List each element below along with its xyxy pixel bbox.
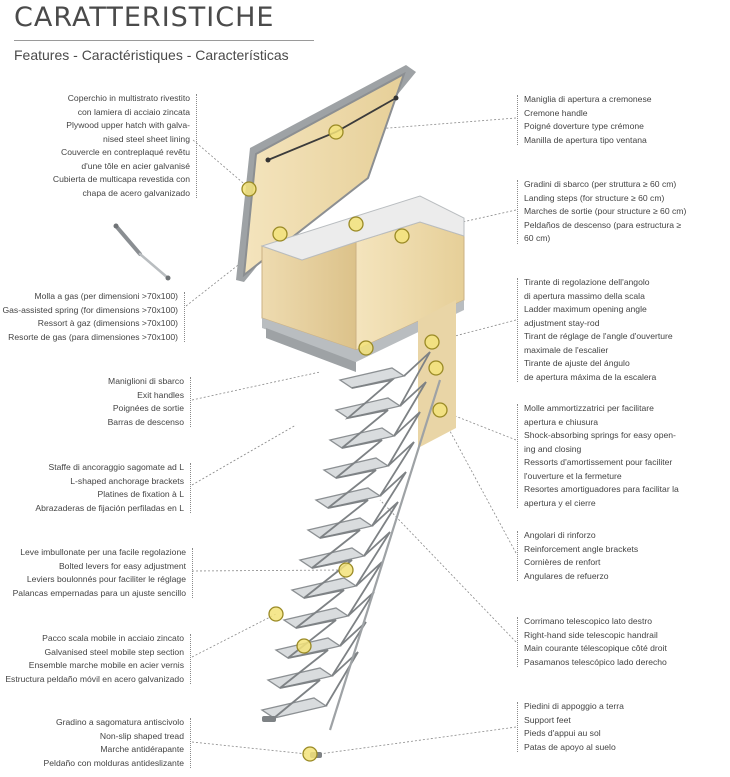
label-line: Coperchio in multistrato rivestito (67, 93, 190, 103)
label-line: Staffe di ancoraggio sagomate ad L (48, 462, 184, 472)
label-group-step-section: Pacco scala mobile in acciaio zincato Ga… (5, 632, 191, 686)
callout-markers (241, 124, 448, 762)
label-line: de apertura máxima de la escalera (524, 371, 657, 382)
label-line: Right-hand side telescopic handrail (524, 629, 658, 640)
label-line: Pacco scala mobile in acciaio zincato (42, 633, 184, 643)
label-line: Non-slip shaped tread (99, 730, 184, 741)
label-group-exit-handles: Maniglioni di sbarco Exit handles Poigné… (107, 375, 191, 429)
label-line: Peldaños de descenso (para estructura ≥ (524, 219, 682, 230)
label-line: Angulares de refuerzo (524, 570, 609, 581)
label-line: Tirant de réglage de l'angle d'ouverture (524, 331, 673, 341)
label-line: di apertura massimo della scala (524, 290, 645, 301)
label-line: Resortes amortiguadores para facilitar l… (524, 484, 679, 494)
label-line: Leve imbullonate per una facile regolazi… (20, 547, 186, 557)
label-line: Resorte de gas (para dimensiones >70x100… (8, 331, 178, 342)
label-line: Cornières de renfort (524, 557, 601, 567)
label-line: L-shaped anchorage brackets (70, 475, 184, 486)
label-line: Bolted levers for easy adjustment (58, 560, 186, 571)
label-line: Platines de fixation à L (97, 489, 184, 499)
label-line: Landing steps (for structure ≥ 60 cm) (524, 192, 665, 203)
label-line: Piedini di appoggio a terra (524, 701, 624, 711)
label-line: Marches de sortie (pour structure ≥ 60 c… (524, 206, 687, 216)
label-line: Marche antidérapante (100, 744, 184, 754)
label-line: adjustment stay-rod (524, 317, 600, 328)
label-line: con lamiera di acciaio zincata (77, 106, 190, 117)
label-line: Corrimano telescopico lato destro (524, 616, 653, 626)
label-line: Poignées de sortie (112, 403, 184, 413)
label-line: apertura y el cierre (524, 497, 596, 508)
label-line: Couvercle en contreplaqué revêtu (61, 147, 190, 157)
label-group-support-feet: Piedini di appoggio a terra Support feet… (517, 700, 624, 754)
label-line: Peldaño con molduras antideslizante (43, 757, 184, 768)
gas-spring-icon (113, 223, 171, 281)
frame-box (260, 195, 465, 372)
label-line: Pasamanos telescópico lado derecho (524, 656, 667, 667)
label-group-gas-spring: Molla a gas (per dimensioni >70x100) Gas… (2, 290, 185, 344)
label-group-tread: Gradino a sagomatura antiscivolo Non-sli… (43, 716, 191, 770)
label-line: Reinforcement angle brackets (524, 543, 639, 554)
label-line: Estructura peldaño móvil en acero galvan… (5, 673, 184, 684)
label-group-cover: Coperchio in multistrato rivestito con l… (52, 92, 197, 200)
label-line: Ressorts d'amortissement pour faciliter (524, 457, 673, 467)
label-line: Patas de apoyo al suelo (524, 741, 616, 752)
label-group-shock-springs: Molle ammortizzatrici per facilitare ape… (517, 402, 679, 510)
label-line: chapa de acero galvanizado (82, 187, 190, 198)
label-line: Poigné doverture type crémone (524, 121, 644, 131)
label-line: Galvanised steel mobile step section (44, 646, 185, 657)
ladder-rails (273, 351, 431, 719)
label-line: d'une tôle en acier galvanisé (81, 160, 190, 171)
label-line: Ressort à gaz (dimensions >70x100) (37, 318, 178, 328)
label-group-cremone-handle: Maniglia di apertura a cremonese Cremone… (517, 93, 652, 147)
label-line: Tirante de ajuste del ángulo (524, 358, 630, 368)
label-line: apertura e chiusura (524, 416, 599, 427)
title-divider (14, 40, 314, 41)
label-line: Molle ammortizzatrici per facilitare (524, 403, 654, 413)
label-line: 60 cm) (524, 233, 551, 243)
label-line: Gradino a sagomatura antiscivolo (55, 717, 184, 727)
label-line: Cubierta de multicapa revestida con (52, 174, 190, 184)
label-line: Main courante télescopique côté droit (524, 643, 667, 653)
label-line: Leviers boulonnés pour faciliter le régl… (26, 574, 186, 584)
label-line: Abrazaderas de fijación perfiladas en L (35, 502, 184, 513)
label-line: ing and closing (524, 443, 582, 454)
label-line: Angolari di rinforzo (524, 530, 596, 540)
label-line: Molla a gas (per dimensioni >70x100) (34, 291, 178, 301)
handrail (328, 379, 442, 731)
label-group-brackets: Staffe di ancoraggio sagomate ad L L-sha… (35, 461, 191, 515)
page-subtitle: Features - Caractéristiques - Caracterís… (14, 47, 289, 63)
label-line: nised steel sheet lining (103, 133, 190, 144)
label-line: Maniglioni di sbarco (108, 376, 184, 386)
label-line: Shock-absorbing springs for easy open- (524, 430, 676, 440)
label-line: Plywood upper hatch with galva- (66, 120, 190, 130)
label-line: Maniglia di apertura a cremonese (524, 94, 652, 104)
label-line: Pieds d'appui au sol (524, 728, 601, 738)
label-line: maximale de l'escalier (524, 344, 609, 355)
label-line: Gas-assisted spring (for dimensions >70x… (2, 304, 178, 315)
label-group-handrail: Corrimano telescopico lato destro Right-… (517, 615, 667, 669)
label-line: Ensemble marche mobile en acier vernis (28, 660, 184, 670)
label-line: Barras de descenso (107, 416, 184, 427)
label-line: Palancas empernadas para un ajuste senci… (12, 587, 186, 598)
label-line: l'ouverture et la fermeture (524, 470, 622, 481)
label-line: Exit handles (137, 389, 184, 400)
label-group-landing-steps: Gradini di sbarco (per struttura ≥ 60 cm… (517, 178, 687, 246)
page-title: CARATTERISTICHE (14, 2, 275, 33)
label-line: Support feet (524, 714, 571, 725)
label-line: Manilla de apertura tipo ventana (524, 134, 647, 145)
label-line: Ladder maximum opening angle (524, 304, 647, 314)
label-line: Gradini di sbarco (per struttura ≥ 60 cm… (524, 179, 677, 189)
label-line: Tirante di regolazione dell'angolo (524, 277, 650, 287)
label-line: Cremone handle (524, 107, 588, 118)
label-group-stay-rod: Tirante di regolazione dell'angolo di ap… (517, 276, 673, 384)
label-group-levers: Leve imbullonate per una facile regolazi… (12, 546, 193, 600)
label-group-angle-brackets: Angolari di rinforzo Reinforcement angle… (517, 529, 639, 583)
